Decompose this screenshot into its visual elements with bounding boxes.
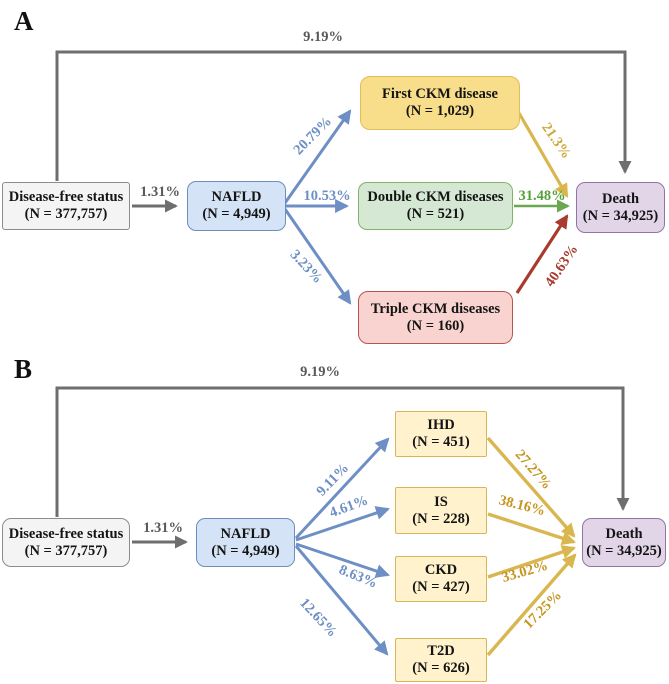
arrow-b-nafld-to-is: [295, 506, 390, 542]
node-a-disease-free: Disease-free status (N = 377,757): [2, 182, 130, 230]
arrow-b-nafld-to-ckd: [295, 542, 390, 578]
node-b-ihd: IHD (N = 451): [395, 411, 487, 457]
node-count: (N = 521): [406, 206, 465, 222]
node-count: (N = 160): [406, 317, 465, 334]
panel-a-label: A: [14, 6, 34, 36]
rate-a-bypass: 9.19%: [303, 28, 343, 45]
node-title: T2D: [427, 643, 455, 659]
node-title: NAFLD: [220, 525, 271, 542]
node-title: Triple CKM diseases: [370, 300, 501, 317]
node-b-disease-free: Disease-free status (N = 377,757): [2, 518, 130, 567]
node-count: (N = 626): [412, 660, 470, 676]
node-title: Disease-free status: [8, 525, 124, 542]
node-a-death: Death (N = 34,925): [576, 182, 665, 233]
node-count: (N = 377,757): [24, 206, 108, 222]
node-title: Death: [601, 190, 640, 207]
rate-a-nafld-double: 10.53%: [303, 187, 351, 204]
rate-b-df-nafld: 1.31%: [143, 519, 183, 536]
node-count: (N = 228): [412, 510, 470, 527]
arrow-a-first-ckm-to-death: [517, 112, 569, 198]
node-count: (N = 34,925): [586, 542, 662, 559]
node-a-nafld: NAFLD (N = 4,949): [187, 181, 286, 231]
node-a-triple-ckm: Triple CKM diseases (N = 160): [358, 291, 513, 344]
node-title: IS: [434, 493, 448, 510]
node-b-ckd: CKD (N = 427): [395, 556, 487, 602]
panel-b-label: B: [14, 354, 33, 384]
rate-a-double-death: 31.48%: [518, 187, 566, 204]
node-b-death: Death (N = 34,925): [582, 518, 666, 567]
arrow-b-nafld-to-t2d: [294, 545, 389, 656]
node-title: First CKM disease: [382, 86, 498, 102]
arrow-a-nafld-to-first-ckm: [283, 109, 352, 204]
arrow-a-nafld-to-triple-ckm: [283, 208, 352, 305]
node-b-is: IS (N = 228): [395, 487, 487, 534]
node-b-nafld: NAFLD (N = 4,949): [196, 518, 295, 567]
arrow-b-is-to-death: [487, 512, 576, 545]
arrow-b-nafld-to-ihd: [294, 437, 390, 540]
node-title: Double CKM diseases: [367, 189, 504, 205]
node-count: (N = 451): [412, 434, 470, 450]
rate-b-bypass: 9.19%: [300, 363, 340, 380]
arrow-b-ckd-to-death: [487, 545, 576, 579]
node-count: (N = 4,949): [211, 542, 280, 559]
node-title: Disease-free status: [8, 189, 124, 205]
node-b-t2d: T2D (N = 626): [395, 638, 487, 682]
rate-a-df-nafld: 1.31%: [140, 183, 180, 200]
node-count: (N = 4,949): [202, 206, 271, 222]
node-count: (N = 1,029): [405, 103, 475, 119]
arrow-a-triple-ckm-to-death: [515, 214, 569, 294]
node-count: (N = 427): [412, 579, 470, 595]
arrow-b-ihd-to-death: [486, 436, 576, 538]
arrow-b-t2d-to-death: [486, 553, 577, 657]
node-count: (N = 34,925): [582, 207, 659, 224]
node-count: (N = 377,757): [24, 542, 108, 559]
node-title: CKD: [424, 562, 458, 578]
arrow-b-diseasefree-to-death-bypass: [55, 386, 630, 517]
arrow-a-diseasefree-to-death-bypass: [55, 50, 632, 181]
node-title: Death: [605, 525, 643, 542]
node-title: IHD: [427, 417, 455, 433]
node-a-first-ckm: First CKM disease (N = 1,029): [360, 76, 520, 130]
node-title: NAFLD: [211, 189, 262, 205]
node-a-double-ckm: Double CKM diseases (N = 521): [358, 182, 513, 230]
